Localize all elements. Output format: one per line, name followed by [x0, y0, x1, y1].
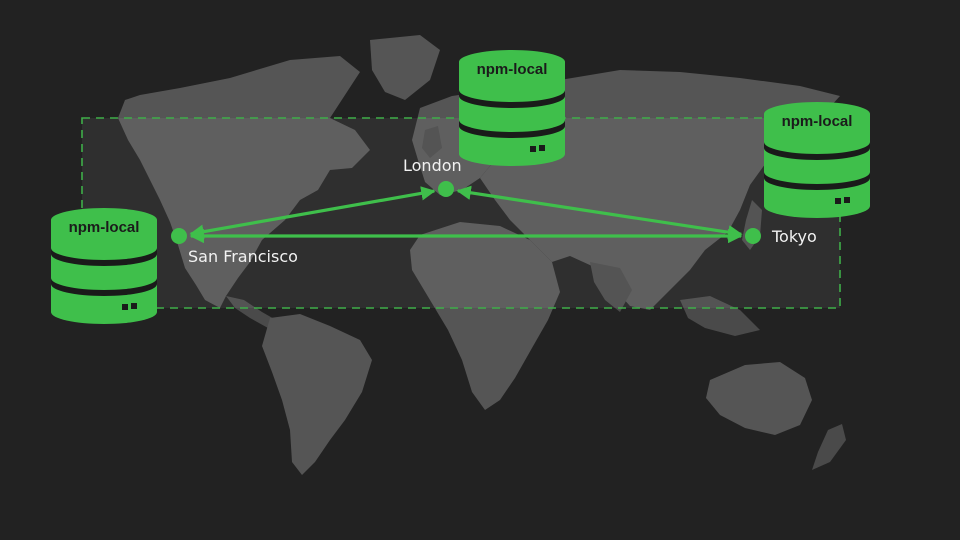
link-san-francisco-london	[189, 186, 436, 239]
repositories: npm-local npm-local npm-local	[51, 50, 870, 324]
database-label-london: npm-local	[477, 61, 548, 78]
node-dot-london	[438, 181, 454, 197]
southeast-asia-islands	[680, 296, 760, 336]
database-icon-san-francisco: npm-local	[51, 208, 157, 324]
city-label-san-francisco: San Francisco	[188, 247, 298, 266]
australia-landmass	[706, 362, 812, 435]
replication-links	[189, 185, 743, 244]
database-icon-london: npm-local	[459, 50, 565, 166]
central-america-landmass	[226, 296, 276, 328]
node-dot-san-francisco	[171, 228, 187, 244]
node-dot-tokyo	[745, 228, 761, 244]
city-label-tokyo: Tokyo	[772, 227, 817, 246]
south-america-landmass	[262, 314, 372, 475]
new-zealand-landmass	[812, 424, 846, 470]
database-icon-tokyo: npm-local	[764, 102, 870, 218]
city-label-london: London	[403, 156, 462, 175]
uk-landmass	[422, 126, 442, 158]
city-nodes	[171, 181, 761, 244]
database-label-san-francisco: npm-local	[69, 219, 140, 236]
africa-landmass	[410, 222, 560, 410]
link-london-tokyo	[456, 185, 743, 240]
north-america-landmass	[118, 56, 370, 308]
greenland-landmass	[370, 35, 440, 100]
database-label-tokyo: npm-local	[782, 113, 853, 130]
india-landmass	[590, 262, 632, 312]
